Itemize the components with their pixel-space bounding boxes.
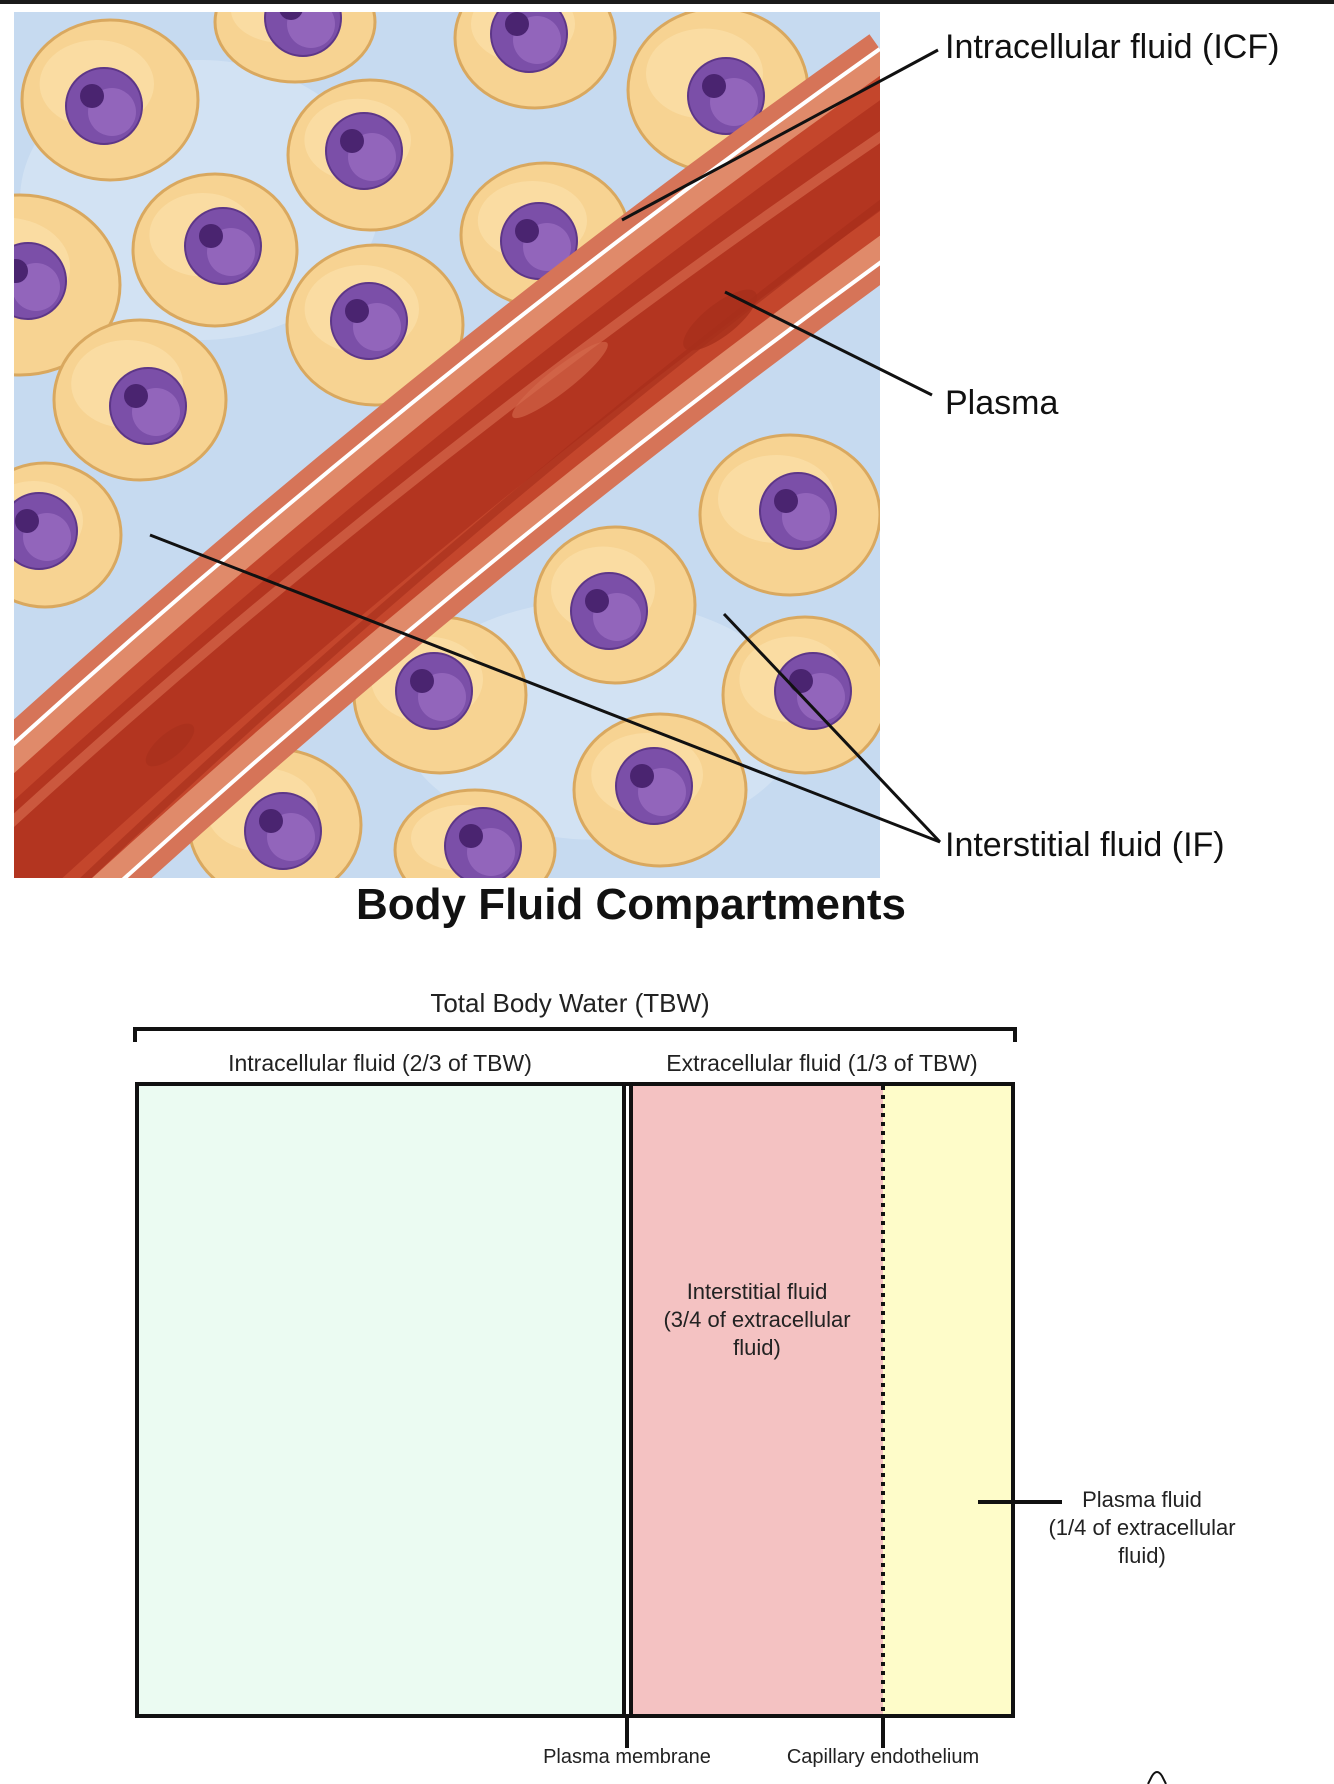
ecf-fraction-label: Extracellular fluid (1/3 of TBW) [666, 1050, 978, 1076]
cell [453, 12, 617, 110]
plasma-compartment [883, 1084, 1013, 1716]
interstitial-compartment [631, 1084, 883, 1716]
if-leader-line-1 [149, 533, 941, 844]
cell [533, 525, 697, 685]
cell [393, 788, 557, 878]
cell [286, 78, 454, 232]
top-border [0, 0, 1334, 4]
cell [14, 193, 122, 377]
diagram-title: Body Fluid Compartments [355, 880, 907, 929]
cell [698, 433, 880, 597]
icf-label: Intracellular fluid (ICF) [945, 28, 1280, 66]
capillary-endothelium-label: Capillary endothelium [786, 1746, 980, 1768]
tbw-bracket [133, 1027, 1017, 1042]
cell [213, 12, 377, 84]
corner-mark [1147, 1771, 1167, 1784]
cell [131, 172, 299, 328]
schema-border [135, 1082, 1015, 1718]
plasma-fraction-label: Plasma fluid (1/4 of extracellular fluid… [1048, 1487, 1236, 1568]
plasma-leader-line [724, 290, 933, 397]
cell [721, 615, 880, 775]
interstitial-label: Interstitial fluid (IF) [945, 826, 1225, 864]
cell [285, 243, 465, 407]
cell-illustration [14, 12, 942, 878]
blood-vessel [14, 34, 880, 878]
icf-fraction-label: Intracellular fluid (2/3 of TBW) [228, 1050, 532, 1076]
icf-compartment [137, 1084, 625, 1716]
cell [52, 318, 228, 482]
cell [572, 712, 748, 868]
if-leader-line-2 [722, 612, 942, 844]
icf-leader-line [621, 48, 939, 222]
cell [20, 18, 200, 182]
cell [14, 461, 123, 609]
interstitial-fraction-label: Interstitial fluid (3/4 of extracellular… [663, 1279, 851, 1360]
plasma-membrane-label: Plasma membrane [543, 1746, 711, 1768]
cell [459, 161, 631, 309]
plasma-label: Plasma [945, 384, 1059, 422]
tbw-label: Total Body Water (TBW) [430, 988, 710, 1018]
